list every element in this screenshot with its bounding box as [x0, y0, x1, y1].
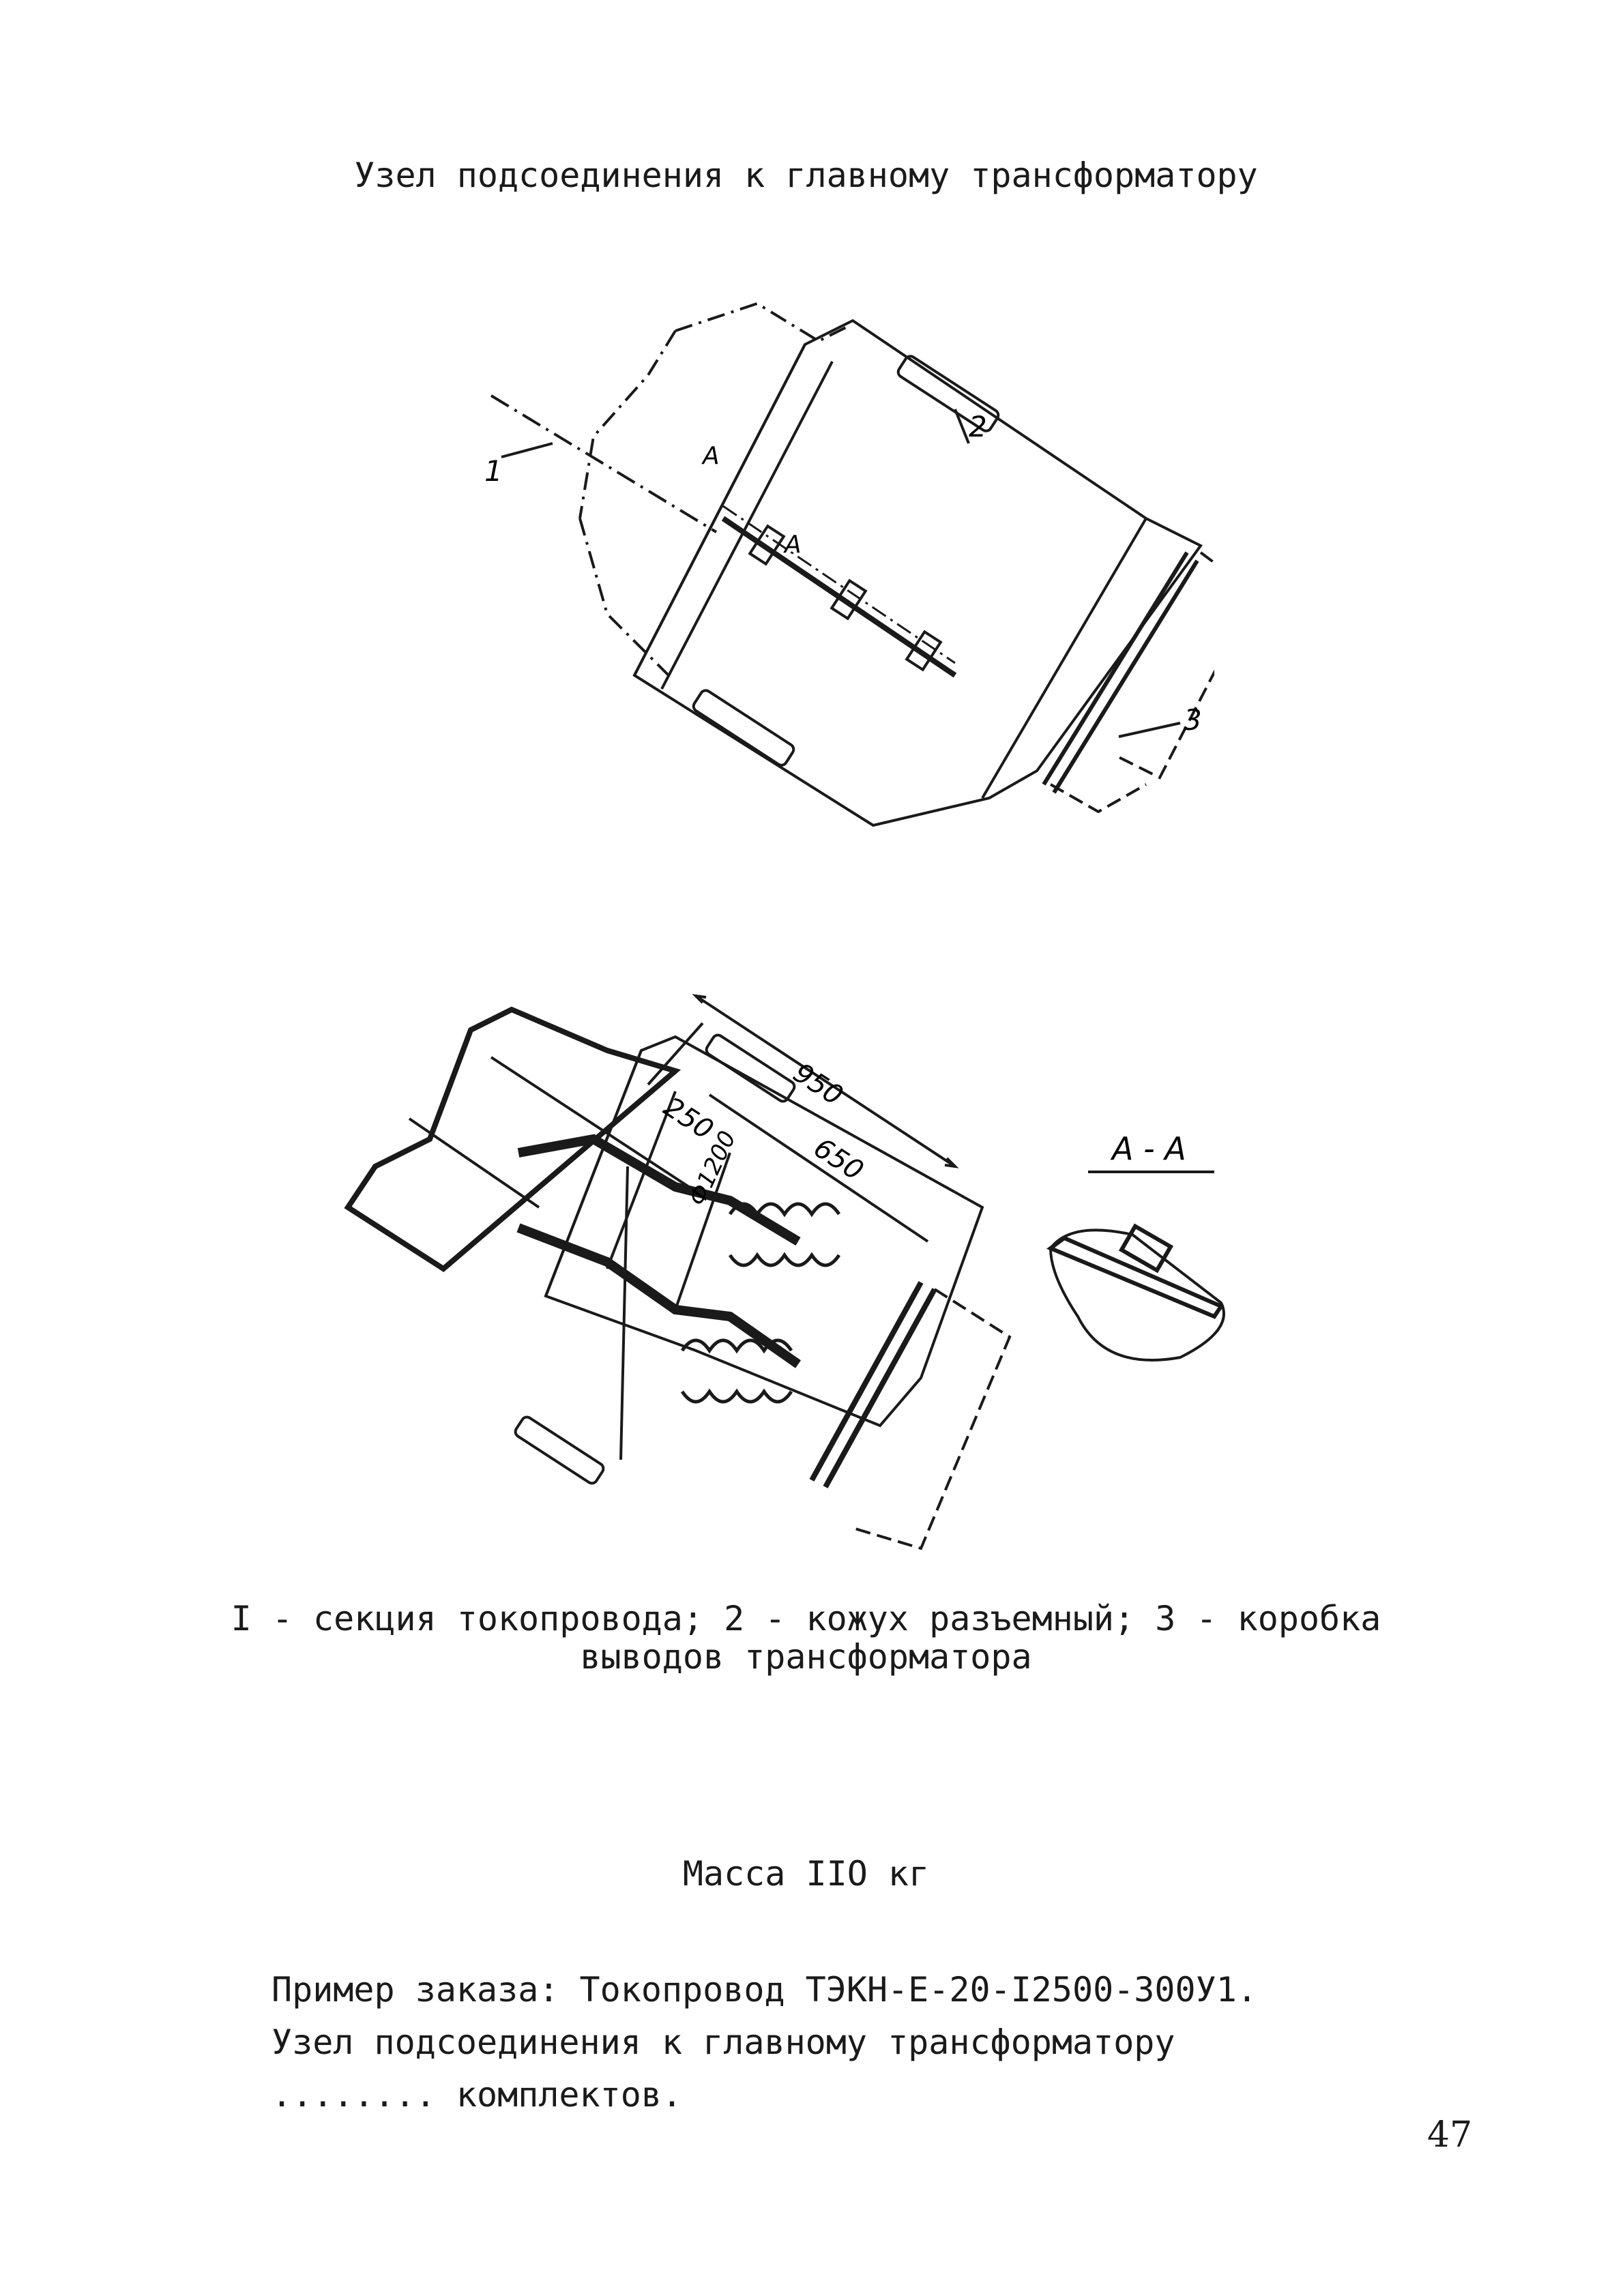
mass-label: Масса IIO кг [682, 1854, 930, 1894]
legend-line-2: выводов трансформатора [580, 1637, 1032, 1677]
section-a-a-label: А - А [1110, 1130, 1186, 1167]
connection-node-drawing: 1 2 3 А А [484, 301, 1214, 827]
section-mark-a-right: А [783, 531, 802, 559]
order-example-line-1: Пример заказа: Токопровод ТЭКН-Е-20-I250… [272, 1970, 1257, 2010]
callout-1: 1 [484, 454, 503, 488]
figure-legend: I - секция токопровода; 2 - кожух разъем… [0, 1600, 1612, 1676]
section-mark-a-left: А [701, 442, 720, 470]
order-example-line-2: Узел подсоединения к главному трансформа… [272, 2022, 1175, 2062]
callout-3: 3 [1184, 703, 1202, 737]
page-number: 47 [1427, 2115, 1473, 2155]
section-a-a-drawing: А - А [1046, 1130, 1225, 1362]
side-view-drawing: 950 250 650 Ф1200 [344, 994, 1012, 1550]
order-example-line-3: ........ комплектов. [272, 2075, 683, 2115]
dimension-250: 250 [658, 1091, 719, 1146]
callout-2: 2 [969, 410, 987, 443]
page-title: Узел подсоединения к главному трансформа… [354, 156, 1258, 195]
legend-line-1: I - секция токопровода; 2 - кожух разъем… [231, 1599, 1381, 1638]
